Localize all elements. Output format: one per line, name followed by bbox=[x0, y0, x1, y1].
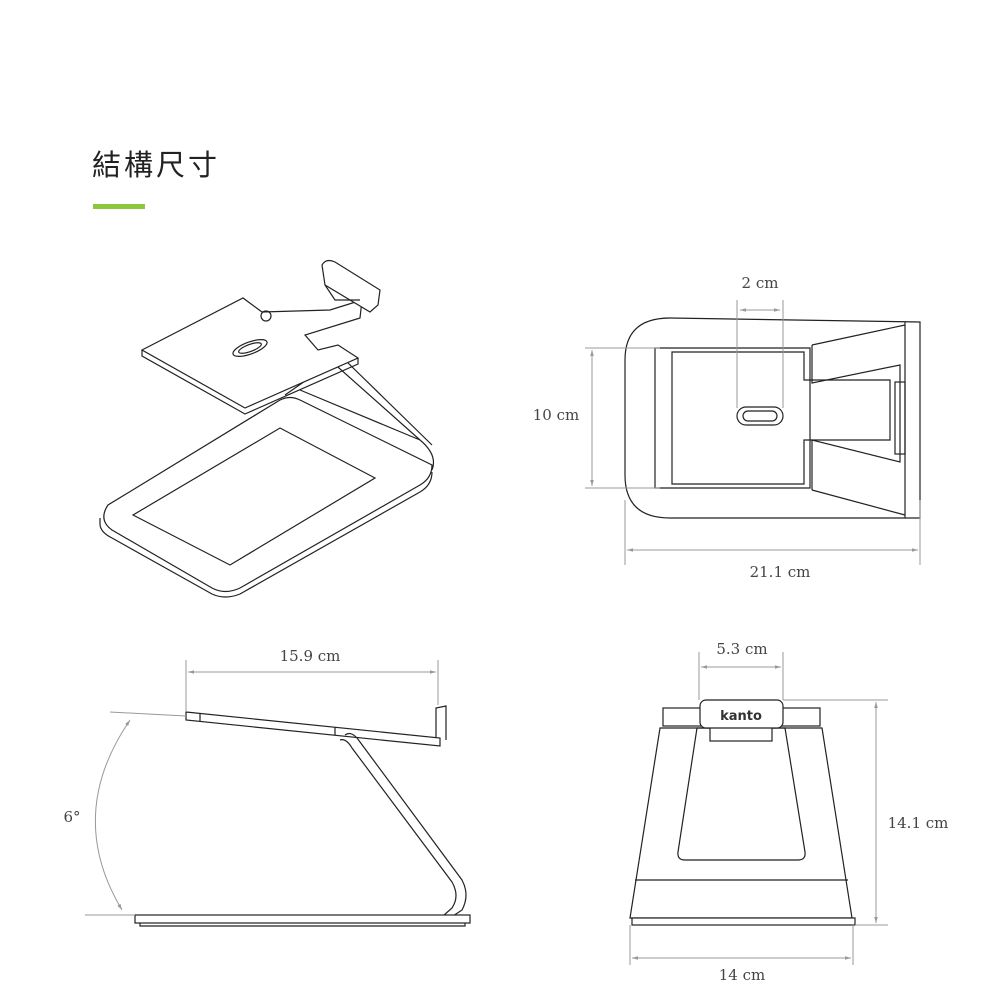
dim-height: 14.1 cm bbox=[888, 814, 949, 832]
isometric-view bbox=[99, 259, 435, 598]
dim-slot-width: 2 cm bbox=[742, 274, 779, 292]
dim-length: 21.1 cm bbox=[750, 563, 811, 581]
dim-depth: 10 cm bbox=[533, 406, 579, 424]
dim-platform-length: 15.9 cm bbox=[280, 647, 341, 665]
dim-angle: 6° bbox=[63, 808, 80, 826]
dim-top-width: 5.3 cm bbox=[716, 640, 767, 658]
page-title: 結構尺寸 bbox=[92, 148, 221, 182]
title-accent-bar bbox=[93, 204, 145, 209]
front-view: kanto 5.3 cm 14.1 cm 14 cm bbox=[629, 640, 949, 984]
dim-base-width: 14 cm bbox=[719, 966, 765, 984]
side-view: 15.9 cm 6° bbox=[63, 647, 471, 927]
top-view: 2 cm 10 cm 21.1 cm bbox=[533, 274, 921, 581]
kanto-logo: kanto bbox=[720, 709, 762, 724]
